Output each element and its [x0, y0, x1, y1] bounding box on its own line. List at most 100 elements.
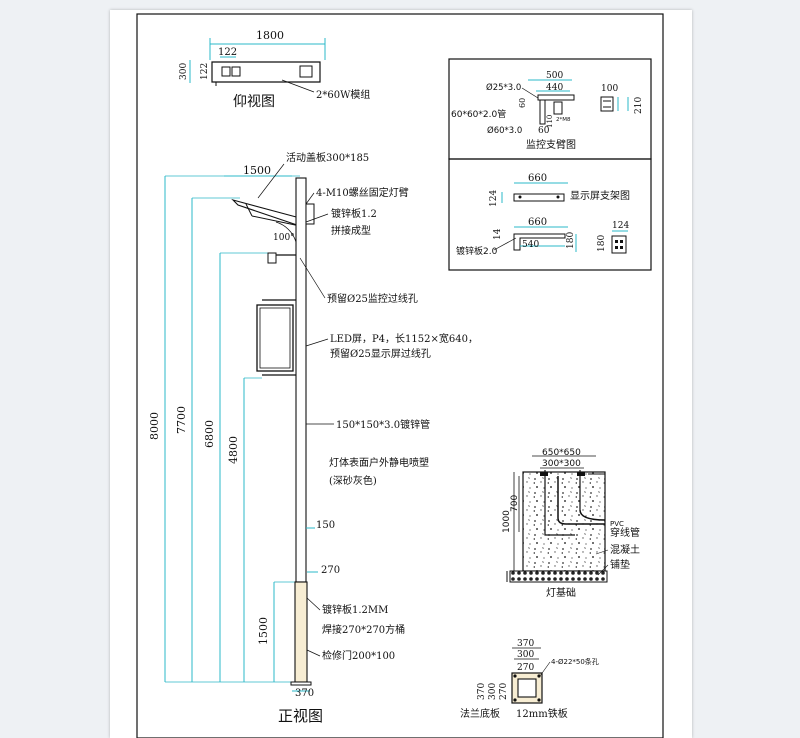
screen-bracket-panel: 660 124 显示屏支架图 660 14 540 180 镀锌板2.0 124…: [448, 158, 652, 271]
dim-500: 500: [546, 71, 563, 81]
front-view: 8000 7700 6800 4800 1500 1500 100°: [148, 151, 478, 725]
led-screen-spec: LED屏，P4，长1152×宽640，: [330, 332, 478, 345]
monitor-hole-label: 预留Ø25监控过线孔: [327, 292, 418, 305]
base-plate-label: 镀锌板1.2MM: [322, 603, 388, 616]
pole-base: [294, 581, 308, 683]
dim-440: 440: [546, 83, 563, 93]
flange-v370: 370: [477, 683, 487, 700]
height-6800: 6800: [203, 420, 216, 448]
led-screen: [256, 304, 294, 372]
pvc-label: PVC: [610, 520, 624, 528]
lamp-head-outline: [211, 61, 321, 83]
dim-660b: 660: [528, 217, 547, 228]
led-module-1: [221, 66, 231, 77]
screw-label: 2*M8: [556, 117, 571, 123]
top-view-title: 仰视图: [233, 94, 275, 110]
foundation-1000: 1000: [502, 510, 512, 533]
screen-bracket-box: [448, 158, 652, 271]
drawing-sheet: [110, 10, 692, 738]
dim-210: 210: [634, 97, 644, 114]
concrete-block: [522, 471, 606, 572]
tube-60: Ø60*3.0: [487, 125, 522, 136]
flange-inner: [517, 678, 537, 698]
dim-100: 100: [601, 84, 618, 94]
screen-hole-label: 预留Ø25显示屏过线孔: [330, 347, 431, 360]
gravel-bedding: [509, 570, 608, 583]
cover-label: 活动盖板300*185: [286, 151, 369, 164]
monitor-bracket-title: 监控支臂图: [526, 138, 576, 151]
foundation-700: 700: [510, 495, 520, 512]
arm-angle: 100°: [273, 233, 295, 243]
joint-label: 拼接成型: [331, 224, 371, 237]
door-label: 检修门200*100: [322, 649, 395, 662]
tube-25: Ø25*3.0: [486, 82, 521, 93]
bedding-label: 铺垫: [610, 558, 630, 571]
coating-label: 灯体表面户外静电喷塑: [329, 456, 429, 469]
dim-1800: 1800: [256, 29, 284, 42]
dim-14: 14: [493, 228, 503, 240]
pole-top-box: [305, 203, 315, 225]
monitor-clamp: [553, 101, 563, 115]
dim-124b: 124: [612, 221, 629, 231]
drawing-frame: [136, 13, 664, 738]
lamp-arm: [231, 198, 301, 227]
pvc-conduit: [579, 509, 606, 521]
weld-label: 焊接270*270方桶: [322, 623, 405, 636]
dim-122: 122: [218, 47, 237, 58]
foundation-section: 650*650 300*300 1000 700 PVC 穿线管 混凝土 铺垫 …: [502, 448, 640, 599]
dim-180a: 180: [566, 232, 576, 249]
height-1500: 1500: [257, 617, 270, 645]
flange-d370: 370: [517, 639, 534, 649]
arm-dim-1500: 1500: [243, 164, 271, 177]
pole-section: [299, 65, 313, 78]
screen-bracket-side: [513, 233, 566, 251]
module-label: 2*60W模组: [316, 88, 370, 101]
flange-label: 法兰底板: [460, 707, 500, 720]
screen-bracket-plate: [611, 235, 627, 254]
width-150: 150: [316, 520, 335, 531]
dim-60a: 60: [518, 98, 527, 108]
coating-color: (深砂灰色): [329, 474, 377, 487]
height-8000: 8000: [148, 412, 161, 440]
width-270: 270: [321, 565, 340, 576]
conduit-label: 穿线管: [610, 526, 640, 539]
foundation-300: 300*300: [542, 459, 581, 469]
dim-300: 300: [179, 63, 189, 80]
monitor-bracket-panel: 500 440 Ø25*3.0 60 110 2*M8 60*60*2.0管 Ø…: [448, 58, 652, 160]
screen-bracket-title: 显示屏支架图: [570, 190, 630, 202]
foundation-title: 灯基础: [546, 586, 576, 599]
width-370: 370: [295, 688, 314, 699]
flange-v300: 300: [488, 683, 498, 700]
led-module-2: [231, 66, 241, 77]
camera-mount: [267, 252, 277, 264]
concrete-label: 混凝土: [610, 543, 640, 556]
dim-60b: 60: [538, 126, 550, 136]
dim-540: 540: [522, 240, 539, 250]
flange-d300: 300: [517, 650, 534, 660]
flange-plate: 370 300 270 4-Ø22*50条孔 370 300 270 法兰底板 …: [460, 639, 599, 720]
base-flange: [290, 681, 312, 686]
dim-122-v: 122: [200, 63, 210, 80]
tube-60-square: 60*60*2.0管: [451, 108, 506, 120]
screen-bracket-top: [513, 193, 565, 202]
flange-v270: 270: [499, 683, 509, 700]
flange-d270: 270: [517, 663, 534, 673]
dim-110: 110: [546, 115, 554, 128]
bolts-label: 4-M10螺丝固定灯臂: [316, 186, 409, 199]
flange-thickness: 12mm铁板: [516, 707, 568, 720]
pipe-label: 150*150*3.0镀锌管: [336, 418, 430, 431]
pole: [295, 177, 307, 583]
dim-124a: 124: [489, 190, 499, 207]
zinc-plate-label: 镀锌板1.2: [331, 207, 377, 220]
monitor-arm: [537, 94, 575, 101]
front-view-title: 正视图: [278, 707, 323, 725]
height-4800: 4800: [227, 436, 240, 464]
height-7700: 7700: [175, 406, 188, 434]
monitor-upright: [539, 99, 546, 125]
top-view: 1800 122 300 122 仰视图 2*60W模组: [179, 29, 370, 110]
flange-holes: 4-Ø22*50条孔: [551, 657, 599, 666]
dim-180b: 180: [597, 235, 607, 252]
plate-label: 镀锌板2.0: [456, 245, 498, 257]
